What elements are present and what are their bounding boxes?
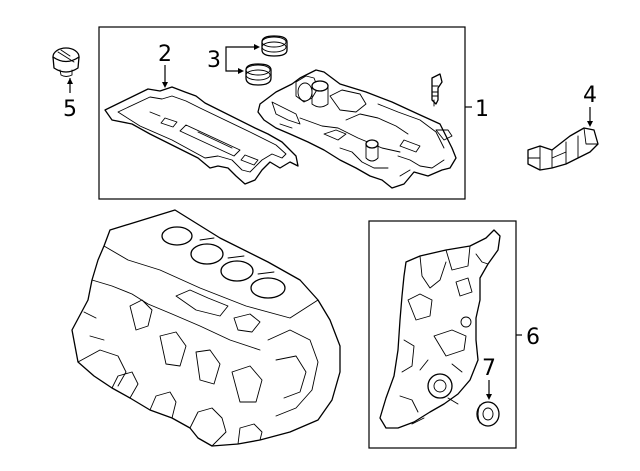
callout-2: 2 bbox=[158, 42, 172, 67]
callout-3-arrow-upper bbox=[254, 44, 260, 50]
valve-cover-gasket[interactable] bbox=[104, 86, 299, 185]
callout-1: 1 bbox=[475, 97, 489, 122]
callout-4: 4 bbox=[583, 83, 597, 108]
callout-3-arrow-lower bbox=[238, 68, 244, 74]
callout-5-arrow bbox=[67, 78, 73, 84]
valve-cover-stud[interactable] bbox=[431, 73, 443, 107]
callout-5: 5 bbox=[63, 97, 77, 122]
callout-3: 3 bbox=[207, 48, 221, 73]
callout-3-leader bbox=[225, 46, 255, 72]
oil-filler-cap[interactable] bbox=[52, 47, 80, 77]
engine-block bbox=[71, 209, 341, 447]
spark-plug-tube-seal-lower[interactable] bbox=[245, 63, 272, 86]
spark-plug-tube-seal-upper[interactable] bbox=[261, 35, 288, 57]
timing-cover[interactable] bbox=[379, 229, 501, 429]
valve-cover[interactable] bbox=[257, 69, 457, 189]
front-crankshaft-seal[interactable] bbox=[476, 401, 500, 427]
callout-6: 6 bbox=[526, 325, 540, 350]
valve-cover-group-frame bbox=[98, 26, 466, 200]
callout-2-arrow bbox=[162, 82, 168, 88]
callout-7-arrow bbox=[486, 394, 492, 400]
callout-4-arrow bbox=[587, 121, 593, 127]
callout-7: 7 bbox=[482, 356, 496, 381]
bracket[interactable] bbox=[527, 127, 599, 171]
